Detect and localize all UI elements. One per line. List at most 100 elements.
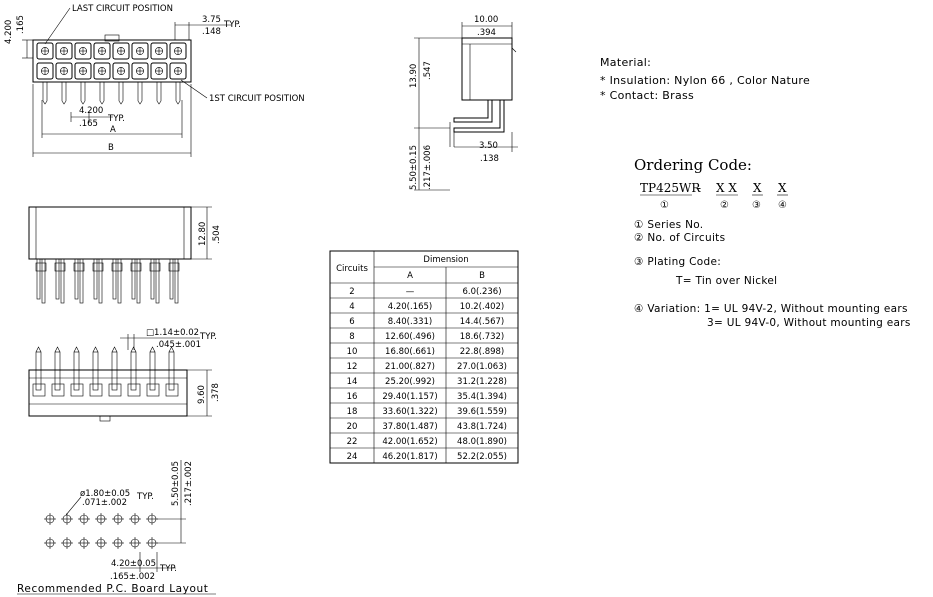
cavity xyxy=(55,62,73,80)
side-tail-in: .217±.006 xyxy=(423,145,433,190)
ordering-title: Ordering Code: xyxy=(634,156,752,174)
table-cell-c: 16 xyxy=(347,392,358,402)
bottom-pin-typ: TYP. xyxy=(199,332,217,342)
cavity xyxy=(169,42,187,60)
table-cell-a: 46.20(1.817) xyxy=(382,452,437,462)
table-cell-a: 29.40(1.157) xyxy=(382,392,437,402)
pcb-hole xyxy=(146,513,158,525)
top-pitch-mm: 4.200 xyxy=(79,106,103,116)
pin xyxy=(127,346,141,397)
table-cell-c: 4 xyxy=(349,302,354,312)
table-cell-a: 12.60(.496) xyxy=(385,332,435,342)
legend-plating-t: T= Tin over Nickel xyxy=(675,275,777,287)
pcb-hole-in: .071±.002 xyxy=(82,498,127,508)
pin xyxy=(149,258,161,304)
bottom-view: □1.14±0.02 TYP. .045±.001 9.60 .378 xyxy=(28,328,221,422)
pcb-hole xyxy=(95,537,107,549)
table-cell-c: 2 xyxy=(349,287,354,297)
cavity xyxy=(36,42,54,60)
cavity xyxy=(131,42,149,60)
ordering-series: TP425WR xyxy=(640,181,701,195)
material-contact: * Contact: Brass xyxy=(600,89,694,102)
table-cell-a: 37.80(1.487) xyxy=(382,422,437,432)
legend-variation-3: 3= UL 94V-0, Without mounting ears xyxy=(707,317,911,329)
table-cell-b: 14.4(.567) xyxy=(460,317,504,327)
top-view-body xyxy=(32,39,192,83)
pcb-layout: ø1.80±0.05 TYP. .071±.002 5.50±0.05 .217… xyxy=(17,460,216,595)
table-cell-b: 39.6(1.559) xyxy=(457,407,507,417)
side-height-mm: 13.90 xyxy=(409,64,419,88)
side-pin-in: .138 xyxy=(480,154,499,164)
ordering-xx: X X xyxy=(716,181,737,195)
pin xyxy=(35,258,47,304)
pin xyxy=(137,82,143,105)
pcb-hole xyxy=(44,513,56,525)
ordering-code-block: Ordering Code: TP425WR - X X X X ① ② ③ ④… xyxy=(634,156,911,329)
table-cell-b: 18.6(.732) xyxy=(460,332,504,342)
top-pitch-in: .165 xyxy=(79,119,98,129)
side-view-body xyxy=(461,37,513,101)
cavity xyxy=(112,62,130,80)
last-circuit-label: LAST CIRCUIT POSITION xyxy=(72,4,173,14)
cavity xyxy=(93,62,111,80)
material-block: Material: * Insulation: Nylon 66 , Color… xyxy=(600,56,810,102)
pcb-pitch-mm: 4.20±0.05 xyxy=(111,559,156,569)
pcb-hole xyxy=(78,513,90,525)
front-view-body xyxy=(28,206,192,260)
table-cell-b: 6.0(.236) xyxy=(462,287,501,297)
pin xyxy=(70,346,84,397)
legend-variation: ④ Variation: 1= UL 94V-2, Without mounti… xyxy=(634,303,908,315)
table-cell-a: 33.60(1.322) xyxy=(382,407,437,417)
table-cell-a: 42.00(1.652) xyxy=(382,437,437,447)
table-row: 2 — 6.0(.236) xyxy=(349,287,501,297)
pin xyxy=(156,82,162,105)
table-cell-b: 27.0(1.063) xyxy=(457,362,507,372)
pcb-hole xyxy=(78,537,90,549)
top-view: 4.200 .165 3.75 .148 TYP. LAST CIRCUIT P… xyxy=(4,4,305,157)
cavity xyxy=(93,42,111,60)
pcb-row-mm: 5.50±0.05 xyxy=(171,461,181,506)
cavity xyxy=(150,62,168,80)
ordering-x3: X xyxy=(753,181,762,195)
pcb-hole xyxy=(61,537,73,549)
pcb-hole xyxy=(112,513,124,525)
front-height-mm: 12.80 xyxy=(198,222,208,246)
table-header-b: B xyxy=(479,271,485,281)
pin xyxy=(168,258,180,304)
pin xyxy=(42,82,48,105)
bottom-height-in: .378 xyxy=(211,383,221,402)
ordering-x4: X xyxy=(778,181,787,195)
pin xyxy=(92,258,104,304)
table-cell-b: 10.2(.402) xyxy=(460,302,504,312)
cavity xyxy=(74,42,92,60)
front-view: 12.80 .504 xyxy=(28,206,222,304)
side-view: 10.00 .394 13.90 .547 5.50±0.15 .217±.00… xyxy=(409,15,518,191)
cavity xyxy=(150,42,168,60)
table-cell-a: 4.20(.165) xyxy=(388,302,432,312)
ordering-c2: ② xyxy=(720,200,729,211)
table-cell-a: 25.20(.992) xyxy=(385,377,435,387)
table-cell-a: — xyxy=(406,287,415,297)
ordering-c1: ① xyxy=(660,200,669,211)
bottom-pin-mm: □1.14±0.02 xyxy=(146,328,199,338)
legend-plating: ③ Plating Code: xyxy=(634,256,721,268)
pin xyxy=(51,346,65,397)
pin xyxy=(165,346,179,397)
table-cell-a: 16.80(.661) xyxy=(385,347,435,357)
table-cell-b: 22.8(.898) xyxy=(460,347,504,357)
pcb-hole xyxy=(95,513,107,525)
pcb-hole xyxy=(61,513,73,525)
pin xyxy=(146,346,160,397)
pin-row xyxy=(42,82,181,105)
pcb-hole xyxy=(146,537,158,549)
table-cell-c: 18 xyxy=(347,407,358,417)
bottom-height-mm: 9.60 xyxy=(197,385,207,404)
cavity-grid xyxy=(36,42,187,80)
